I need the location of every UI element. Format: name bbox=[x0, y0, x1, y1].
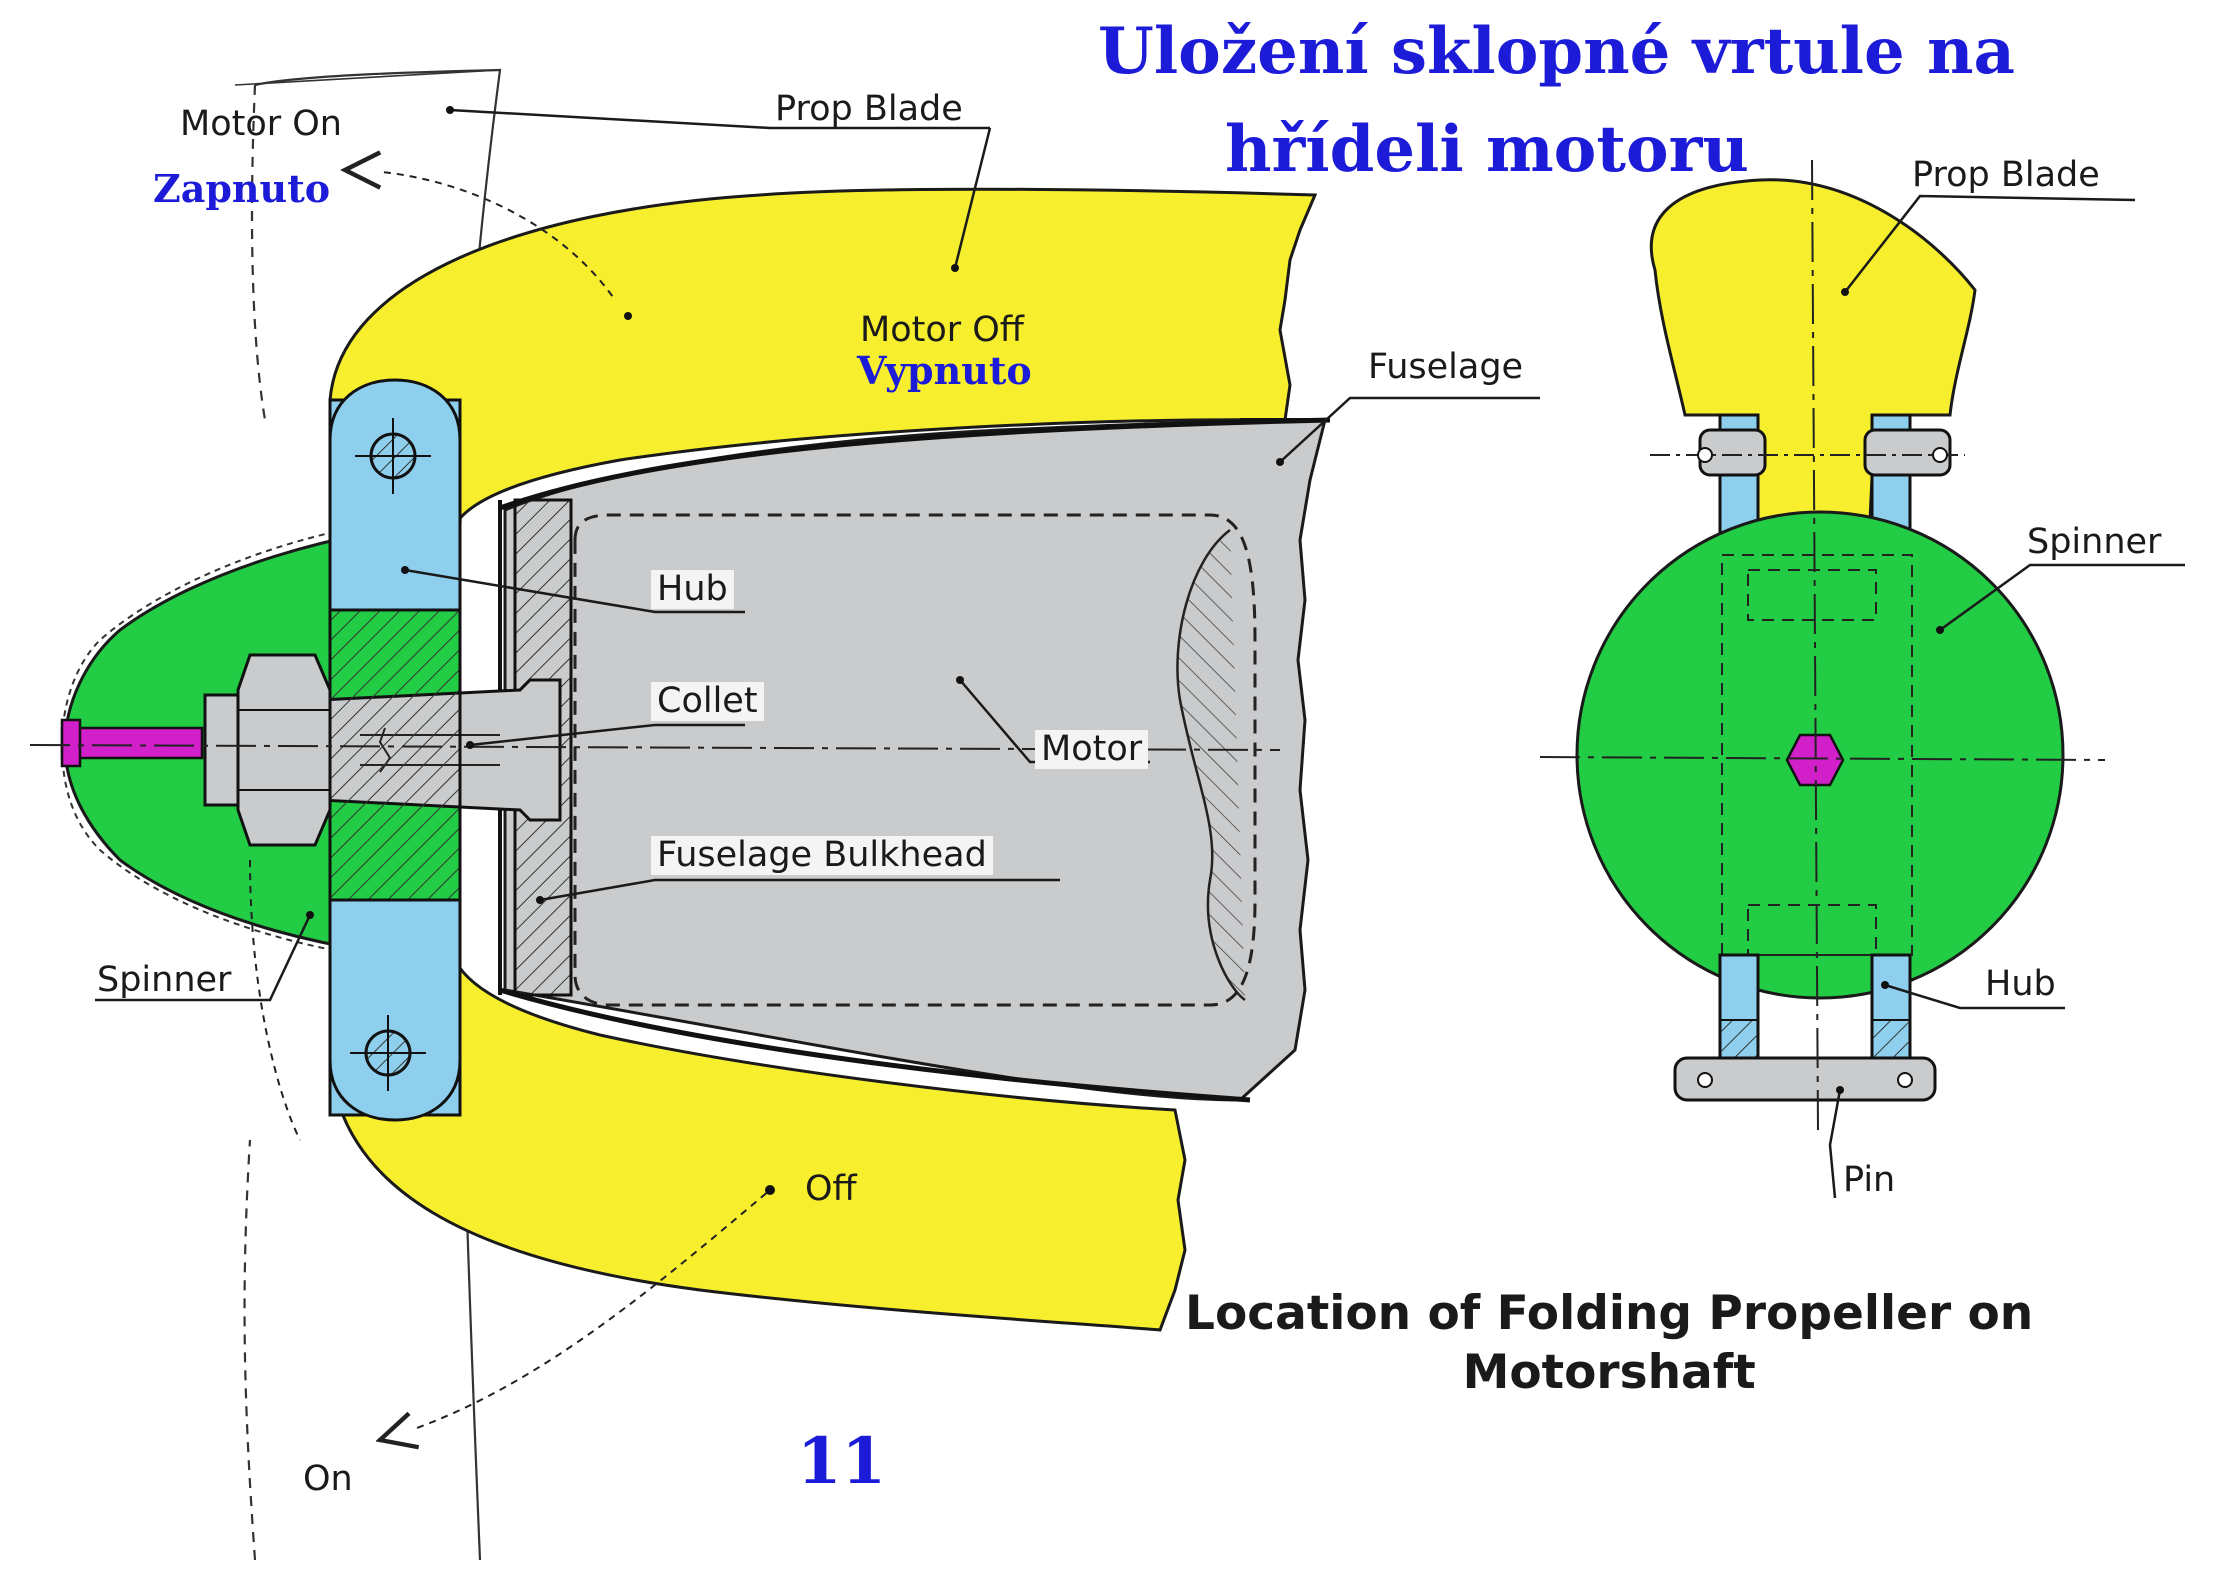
label-collet: Collet bbox=[651, 682, 764, 721]
pivot-pin-upper bbox=[355, 418, 431, 494]
caption-line-1: Location of Folding Propeller on bbox=[1185, 1286, 2034, 1341]
label-motor-off: Motor Off bbox=[860, 310, 1024, 350]
hex-nut-front bbox=[1785, 733, 1845, 787]
label-prop-blade-front: Prop Blade bbox=[1912, 155, 2100, 195]
label-hub-front: Hub bbox=[1985, 964, 2056, 1004]
title-line-1: Uložení sklopné vrtule na bbox=[1098, 14, 2015, 89]
hub-hatched bbox=[328, 608, 462, 902]
prop-blade-upper bbox=[328, 187, 1318, 528]
label-motor-on: Motor On bbox=[180, 104, 342, 144]
label-hub-side: Hub bbox=[651, 570, 734, 609]
label-spinner-front: Spinner bbox=[2027, 522, 2162, 562]
label-zapnuto: Zapnuto bbox=[153, 166, 331, 211]
pivot-pin-lower bbox=[350, 1015, 426, 1091]
caption: Location of Folding Propeller on Motorsh… bbox=[1185, 1285, 2033, 1403]
label-motor: Motor bbox=[1035, 730, 1149, 769]
spinner-screw bbox=[60, 726, 204, 760]
label-fuselage: Fuselage bbox=[1368, 347, 1524, 387]
label-pin: Pin bbox=[1843, 1160, 1896, 1200]
motor-outline bbox=[573, 513, 1257, 1007]
page-number: 11 bbox=[797, 1424, 887, 1499]
label-vypnuto: Vypnuto bbox=[857, 348, 1032, 393]
label-on: On bbox=[303, 1459, 353, 1499]
label-off: Off bbox=[805, 1169, 857, 1209]
caption-line-2: Motorshaft bbox=[1462, 1344, 1756, 1400]
title-line-2: hřídeli motoru bbox=[1225, 112, 1749, 187]
label-spinner-side: Spinner bbox=[97, 960, 232, 1000]
hex-nut bbox=[203, 653, 332, 847]
prop-blade-lower bbox=[328, 957, 1187, 1332]
label-fuselage-bulkhead: Fuselage Bulkhead bbox=[651, 836, 993, 875]
pin-front bbox=[1673, 1056, 1937, 1102]
label-prop-blade-side: Prop Blade bbox=[775, 89, 963, 129]
